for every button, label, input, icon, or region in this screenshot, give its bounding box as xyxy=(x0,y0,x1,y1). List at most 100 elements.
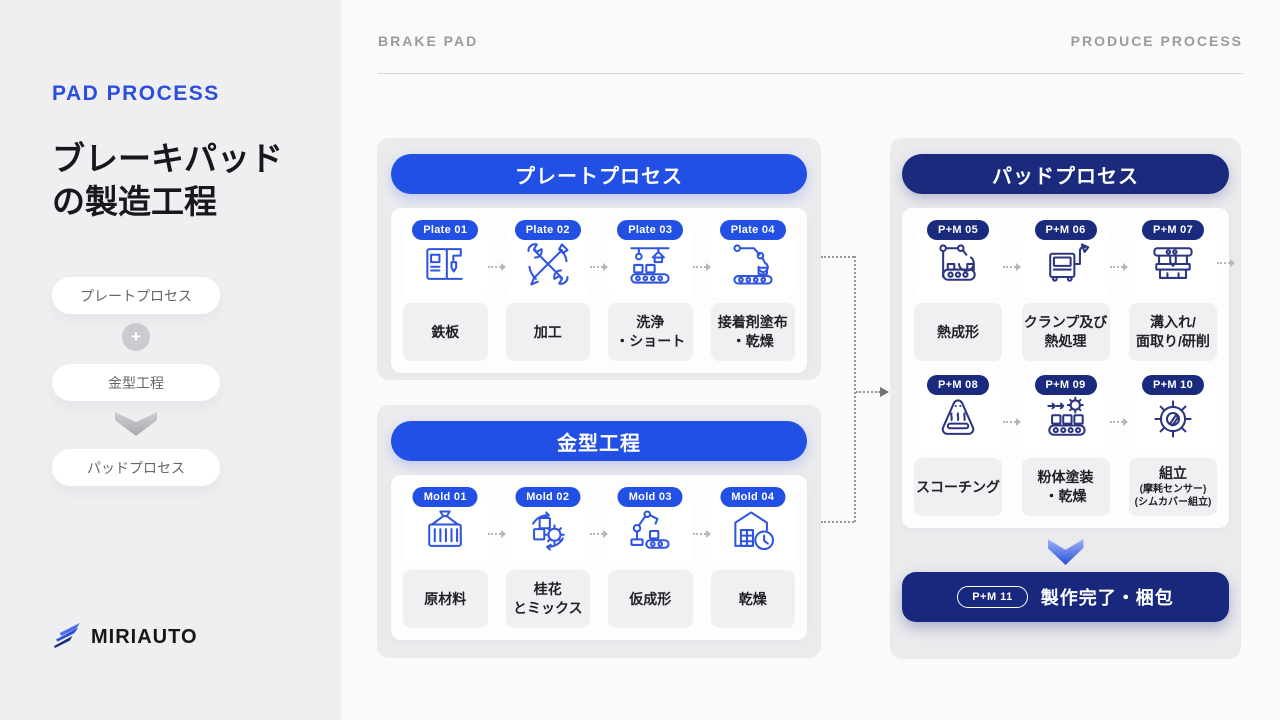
step-label: 組立(摩耗センサー)(シムカバー組立) xyxy=(1129,458,1217,516)
step-label: 加工 xyxy=(505,303,590,361)
connector-arrowhead-icon xyxy=(880,387,889,397)
step-label-line: 粉体塗装 xyxy=(1037,469,1094,486)
step-label-line: (シムカバー組立) xyxy=(1134,497,1212,509)
step-badge: Mold 04 xyxy=(720,487,786,507)
step-card-plate-01: Plate 01 鉄板 xyxy=(403,220,488,361)
container-crane-icon xyxy=(403,497,488,565)
grinding-press-icon xyxy=(1129,230,1217,298)
page-title-line2: の製造工程 xyxy=(52,182,217,220)
arrow-down-icon xyxy=(115,412,157,436)
step-label-line: (摩耗センサー) xyxy=(1139,483,1207,495)
final-step-banner: P+M 11 製作完了・梱包 xyxy=(902,572,1229,622)
logo: MIRIAUTO xyxy=(52,622,198,653)
step-arrow-icon xyxy=(590,529,608,539)
robot-conveyor-icon xyxy=(710,230,795,298)
pad-panel-title: パッドプロセス xyxy=(902,154,1229,194)
scorching-icon xyxy=(914,385,1002,453)
step-label: 熱成形 xyxy=(914,303,1002,361)
connector-plate-out xyxy=(821,256,854,258)
step-badge: Plate 03 xyxy=(617,220,684,240)
step-card-plate-02: Plate 02 加工 xyxy=(505,220,590,361)
step-badge: P+M 10 xyxy=(1141,375,1205,395)
step-label-line: 接着剤塗布 xyxy=(717,314,788,331)
eyebrow-title: PAD PROCESS xyxy=(52,82,220,105)
step-label-line: 加工 xyxy=(533,323,562,340)
main-area: BRAKE PAD PRODUCE PROCESS プレートプロセス Plate… xyxy=(341,0,1280,720)
washing-conveyor-icon xyxy=(608,230,693,298)
flow-pill-mold-process: 金型工程 xyxy=(52,364,220,401)
step-label-line: スコーチング xyxy=(916,478,1000,495)
step-arrow-icon xyxy=(487,529,506,539)
step-arrow-icon xyxy=(487,262,506,272)
step-label: 仮成形 xyxy=(608,570,693,628)
step-arrow-icon xyxy=(1002,417,1022,427)
connector-vertical xyxy=(854,256,856,522)
header-right-label: PRODUCE PROCESS xyxy=(1070,33,1243,49)
step-badge: Mold 01 xyxy=(412,487,478,507)
step-label-line: ・ショート xyxy=(615,333,686,349)
step-arrow-icon xyxy=(1002,262,1022,272)
sidebar: PAD PROCESS ブレーキパッド の製造工程 プレートプロセス + 金型工… xyxy=(0,0,341,720)
mold-panel-title: 金型工程 xyxy=(391,421,807,461)
step-arrow-icon xyxy=(1110,262,1130,272)
press-machine-icon xyxy=(403,230,488,298)
page-title: ブレーキパッド の製造工程 xyxy=(52,138,283,224)
step-label: 接着剤塗布・乾燥 xyxy=(710,303,795,361)
robot-arm-conveyor-icon xyxy=(608,497,693,565)
powder-coating-icon xyxy=(1021,385,1110,453)
step-badge: Plate 01 xyxy=(412,220,479,240)
step-badge: Plate 04 xyxy=(719,220,786,240)
step-badge: P+M 07 xyxy=(1141,220,1205,240)
step-card-p-m-09: P+M 09 粉体塗装・乾燥 xyxy=(1021,375,1110,516)
step-label-line: 鉄板 xyxy=(431,323,460,340)
step-arrow-icon xyxy=(692,529,711,539)
sidebar-flow: プレートプロセス + 金型工程 パッドプロセス xyxy=(52,277,220,486)
arrow-down-blue-icon xyxy=(1047,539,1084,565)
assembly-gear-icon xyxy=(1129,385,1217,453)
step-arrow-icon xyxy=(590,262,608,272)
step-label-line: 熱成形 xyxy=(937,323,979,340)
step-badge: P+M 08 xyxy=(926,375,990,395)
step-badge: P+M 06 xyxy=(1034,220,1097,240)
step-card-mold-01: Mold 01 原材料 xyxy=(403,487,488,628)
gripper-conveyor-icon xyxy=(914,230,1002,298)
step-badge: P+M 09 xyxy=(1034,375,1097,395)
header-divider xyxy=(378,73,1243,74)
flow-pill-pad-process: パッドプロセス xyxy=(52,449,220,486)
step-card-p-m-08: P+M 08 スコーチング xyxy=(914,375,1002,516)
clamp-machine-icon xyxy=(1021,230,1110,298)
step-label: 溝入れ/面取り/研削 xyxy=(1129,303,1217,361)
step-label-line: 溝入れ/ xyxy=(1150,314,1196,331)
final-step-label: 製作完了・梱包 xyxy=(1040,588,1174,608)
step-badge: Plate 02 xyxy=(514,220,581,240)
step-card-p-m-07: P+M 07 溝入れ/面取り/研削 xyxy=(1129,220,1217,361)
connector-pad-in xyxy=(856,391,880,393)
step-card-plate-04: Plate 04 接着剤塗布・乾燥 xyxy=(710,220,795,361)
step-label: 乾燥 xyxy=(710,570,795,628)
step-label-line: ・乾燥 xyxy=(731,333,774,349)
tools-icon xyxy=(505,230,590,298)
step-label-line: 桂花 xyxy=(533,581,562,598)
step-label: 粉体塗装・乾燥 xyxy=(1021,458,1110,516)
warehouse-clock-icon xyxy=(710,497,795,565)
step-label-line: 原材料 xyxy=(424,590,467,607)
step-label-line: 乾燥 xyxy=(738,590,767,607)
plus-icon: + xyxy=(122,323,150,351)
step-badge: P+M 05 xyxy=(926,220,990,240)
step-arrow-icon xyxy=(1110,417,1130,427)
final-step-badge: P+M 11 xyxy=(957,586,1028,608)
header-left-label: BRAKE PAD xyxy=(378,33,479,49)
